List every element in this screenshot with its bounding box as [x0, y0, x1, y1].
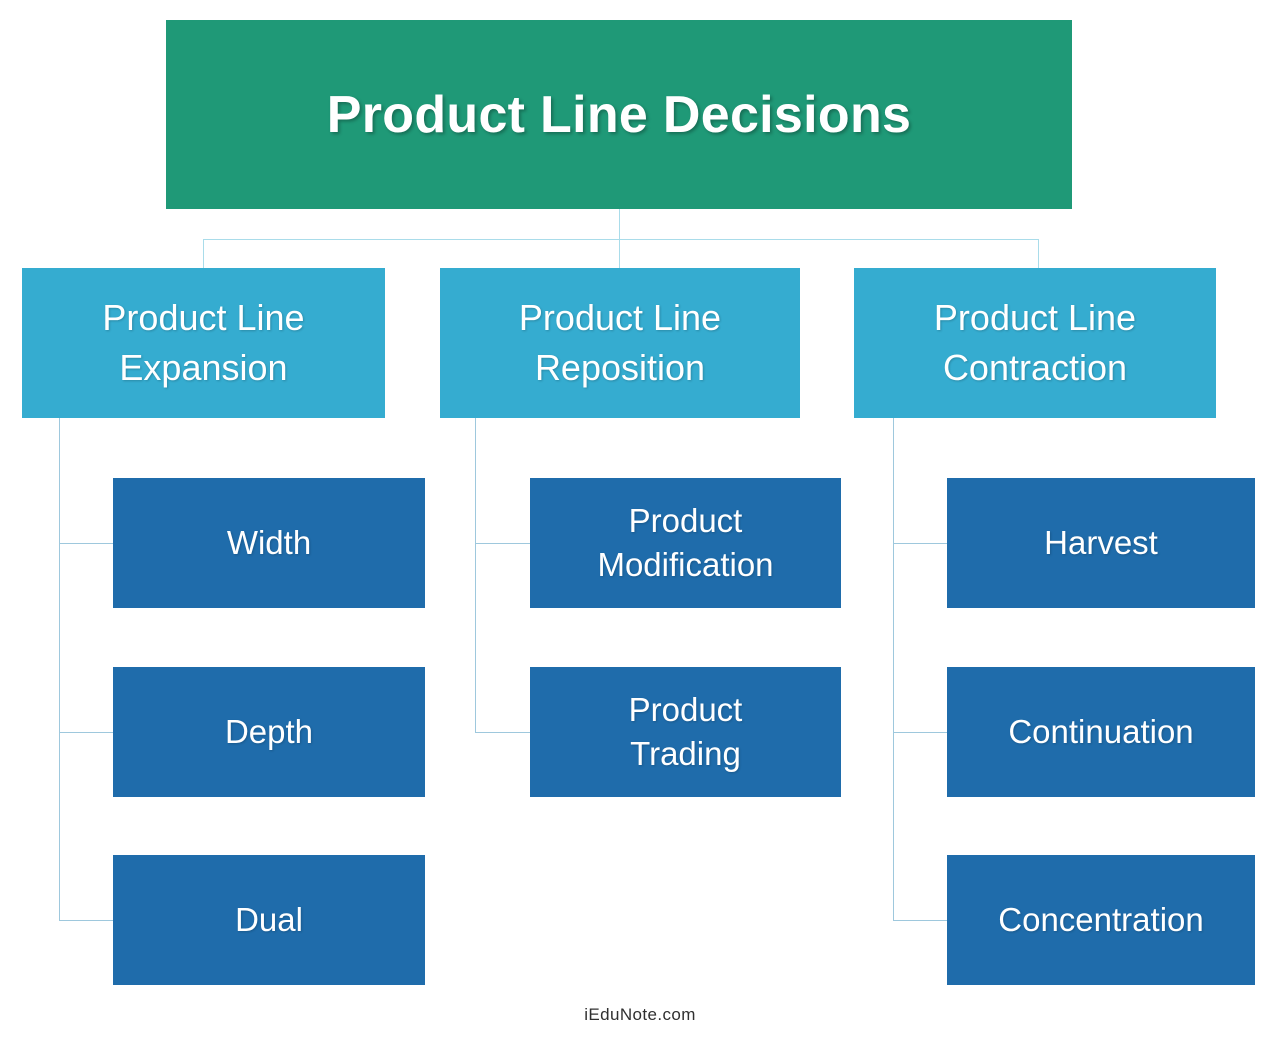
connector-branch-2-spine [475, 418, 476, 732]
node-leaf-concentration[interactable]: Concentration [947, 855, 1255, 985]
connector-to-branch-3 [1038, 239, 1039, 269]
connector-branch-2-stub-2 [475, 732, 531, 733]
connector-branch-3-stub-1 [893, 543, 948, 544]
node-leaf-label: Width [226, 523, 312, 561]
node-leaf-label: Product Trading [628, 690, 743, 772]
connector-to-branch-2 [619, 239, 620, 269]
node-leaf-continuation[interactable]: Continuation [947, 667, 1255, 797]
node-leaf-harvest[interactable]: Harvest [947, 478, 1255, 608]
footer-attribution: iEduNote.com [0, 1005, 1280, 1025]
connector-root-stem [619, 209, 620, 240]
connector-branch-3-spine [893, 418, 894, 921]
connector-branch-3-stub-3 [893, 920, 948, 921]
connector-to-branch-1 [203, 239, 204, 269]
footer-text: iEduNote.com [584, 1005, 696, 1024]
node-leaf-label: Dual [235, 900, 303, 938]
node-leaf-product-trading[interactable]: Product Trading [530, 667, 841, 797]
node-leaf-label: Continuation [1008, 712, 1194, 750]
node-branch-product-line-contraction[interactable]: Product Line Contraction [854, 268, 1216, 418]
connector-branch-2-stub-1 [475, 543, 531, 544]
node-branch-product-line-reposition[interactable]: Product Line Reposition [440, 268, 800, 418]
connector-branch-1-stub-3 [59, 920, 114, 921]
node-branch-label: Product Line Reposition [518, 297, 722, 388]
node-leaf-label: Product Modification [597, 501, 774, 583]
node-branch-label: Product Line Contraction [933, 297, 1137, 388]
connector-branch-bus [203, 239, 1039, 240]
node-leaf-label: Concentration [998, 900, 1204, 938]
node-branch-label: Product Line Expansion [102, 297, 305, 388]
node-branch-product-line-expansion[interactable]: Product Line Expansion [22, 268, 385, 418]
node-leaf-depth[interactable]: Depth [113, 667, 425, 797]
node-leaf-width[interactable]: Width [113, 478, 425, 608]
node-leaf-dual[interactable]: Dual [113, 855, 425, 985]
node-root-label: Product Line Decisions [326, 85, 912, 144]
connector-branch-1-stub-1 [59, 543, 114, 544]
node-leaf-label: Depth [224, 712, 314, 750]
connector-branch-3-stub-2 [893, 732, 948, 733]
connector-branch-1-stub-2 [59, 732, 114, 733]
connector-branch-1-spine [59, 418, 60, 921]
node-leaf-label: Harvest [1044, 523, 1158, 561]
node-root-product-line-decisions[interactable]: Product Line Decisions [166, 20, 1072, 209]
node-leaf-product-modification[interactable]: Product Modification [530, 478, 841, 608]
